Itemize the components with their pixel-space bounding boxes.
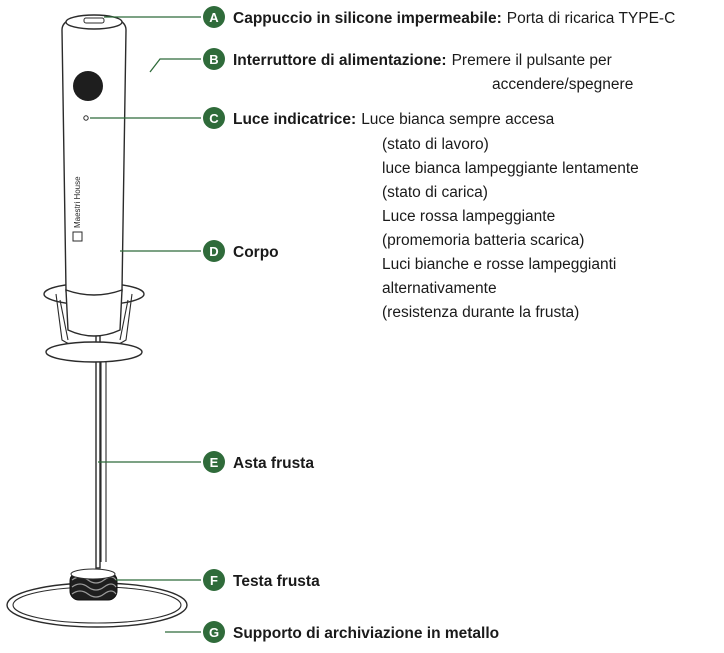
stand-rods bbox=[100, 352, 107, 562]
callout-a-line-1: Porta di ricarica TYPE-C bbox=[507, 10, 676, 27]
callout-c-line-7: Luci bianche e rosse lampeggianti bbox=[382, 256, 616, 273]
power-button[interactable] bbox=[73, 71, 103, 101]
callout-f-title: Testa frusta bbox=[233, 573, 320, 590]
callout-b: Interruttore di alimentazione: Premere il… bbox=[233, 52, 612, 69]
svg-text:B: B bbox=[209, 52, 218, 67]
whisk-shaft bbox=[95, 329, 101, 569]
callout-c-line-1: Luce bianca sempre accesa bbox=[361, 111, 554, 128]
callout-c-line-3: luce bianca lampeggiante lentamente bbox=[382, 160, 639, 177]
callout-c-line-4: (stato di carica) bbox=[382, 184, 488, 201]
indicator-light bbox=[83, 115, 89, 121]
svg-text:A: A bbox=[209, 10, 219, 25]
callout-badge-b: B bbox=[203, 48, 225, 70]
svg-text:D: D bbox=[209, 244, 218, 259]
callout-c-title: Luce indicatrice: bbox=[233, 111, 356, 128]
callout-badge-d: D bbox=[203, 240, 225, 262]
callout-d-title: Corpo bbox=[233, 244, 279, 261]
callout-a: Cappuccio in silicone impermeabile: Porta… bbox=[233, 10, 675, 27]
svg-text:G: G bbox=[209, 625, 219, 640]
callout-c-line-9: (resistenza durante la frusta) bbox=[382, 304, 579, 321]
brand-logo-icon bbox=[72, 231, 83, 242]
callout-badge-e: E bbox=[203, 451, 225, 473]
callout-b-title: Interruttore di alimentazione: bbox=[233, 52, 447, 69]
callout-c-line-2: (stato di lavoro) bbox=[382, 136, 489, 153]
callout-e-title: Asta frusta bbox=[233, 455, 314, 472]
callout-a-title: Cappuccio in silicone impermeabile: bbox=[233, 10, 502, 27]
svg-text:C: C bbox=[209, 111, 219, 126]
callout-g-title: Supporto di archiviazione in metallo bbox=[233, 625, 499, 642]
whisk-head bbox=[69, 568, 118, 601]
leader-lines bbox=[90, 16, 201, 633]
callout-c-line-8: alternativamente bbox=[382, 280, 497, 297]
callout-badge-g: G bbox=[203, 621, 225, 643]
callout-c-line-5: Luce rossa lampeggiante bbox=[382, 208, 555, 225]
silicone-cap bbox=[65, 14, 123, 30]
callout-badge-c: C bbox=[203, 107, 225, 129]
callout-b-line-1: Premere il pulsante per bbox=[452, 52, 612, 69]
callout-c: Luce indicatrice: Luce bianca sempre acce… bbox=[233, 111, 555, 128]
svg-text:F: F bbox=[210, 573, 218, 588]
callout-b-line-2: accendere/spegnere bbox=[492, 76, 633, 93]
callout-badge-a: A bbox=[203, 6, 225, 28]
callout-badge-f: F bbox=[203, 569, 225, 591]
handle-body: Maestri House bbox=[61, 14, 127, 337]
callout-c-line-6: (promemoria batteria scarica) bbox=[382, 232, 584, 249]
brand-name: Maestri House bbox=[73, 176, 82, 228]
svg-text:E: E bbox=[210, 455, 219, 470]
